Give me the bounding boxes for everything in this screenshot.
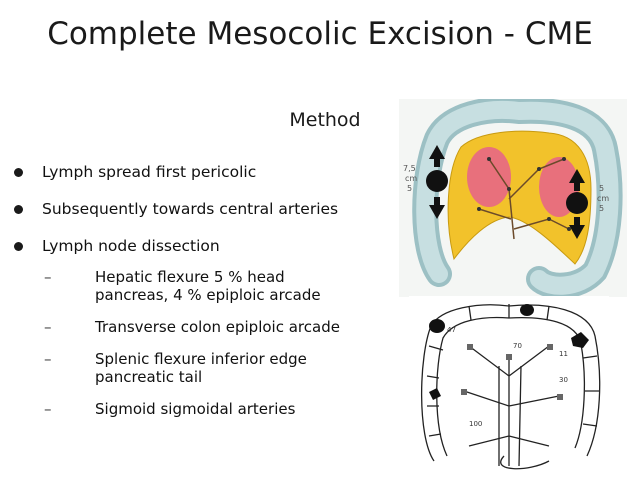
bullet-item: Subsequently towards central arteries bbox=[14, 199, 414, 219]
left-measure-1: 7,5 bbox=[403, 164, 416, 173]
dash-icon: – bbox=[44, 400, 52, 418]
sub-bullet-text: Sigmoid sigmoidal arteries bbox=[95, 400, 296, 418]
bullet-list: Lymph spread first pericolic Subsequentl… bbox=[14, 162, 414, 432]
bullet-dot-icon bbox=[14, 205, 23, 214]
sub-bullet-text: Splenic flexure inferior edge pancreatic… bbox=[95, 350, 307, 386]
colon-illustration: 7,5 cm 5 5 cm 5 bbox=[399, 96, 627, 299]
right-measure-2: cm bbox=[597, 194, 609, 203]
slide-subtitle: Method bbox=[289, 109, 361, 131]
right-measure-3: 5 bbox=[599, 204, 604, 213]
dash-icon: – bbox=[44, 318, 52, 336]
left-measure-3: 5 bbox=[407, 184, 412, 193]
slide-title: Complete Mesocolic Excision - CME bbox=[47, 16, 593, 52]
node-label: 70 bbox=[513, 342, 522, 350]
colon-illustration-svg: 7,5 cm 5 5 cm 5 bbox=[403, 96, 623, 299]
node-label: 30 bbox=[559, 376, 568, 384]
sub-bullet-text: Hepatic flexure 5 % head pancreas, 4 % e… bbox=[95, 268, 321, 304]
bullet-item: Lymph node dissection bbox=[14, 236, 414, 256]
sub-bullet-item: – Hepatic flexure 5 % head pancreas, 4 % … bbox=[14, 268, 340, 304]
lymph-node-diagram-svg: 47 70 11 30 100 bbox=[420, 304, 601, 470]
sub-bullet-item: – Sigmoid sigmoidal arteries bbox=[14, 400, 340, 418]
tumor-zone-left bbox=[467, 147, 511, 207]
sub-bullet-item: – Transverse colon epiploic arcade bbox=[14, 318, 340, 336]
dash-icon: – bbox=[44, 350, 52, 368]
node-label: 11 bbox=[559, 350, 568, 358]
bullet-text: Lymph node dissection bbox=[42, 237, 220, 255]
right-arrow-icon bbox=[566, 169, 588, 239]
left-measure-2: cm bbox=[405, 174, 417, 183]
dash-icon: – bbox=[44, 268, 52, 286]
lymph-node-diagram: 47 70 11 30 100 bbox=[409, 296, 609, 472]
left-arrow-icon bbox=[426, 145, 448, 219]
bullet-item: Lymph spread first pericolic bbox=[14, 162, 414, 182]
sub-bullet-item: – Splenic flexure inferior edge pancreati… bbox=[14, 350, 340, 386]
node-label: 100 bbox=[469, 420, 482, 428]
node-label: 47 bbox=[447, 326, 456, 334]
bullet-text: Subsequently towards central arteries bbox=[42, 200, 339, 218]
sub-bullet-text: Transverse colon epiploic arcade bbox=[95, 318, 340, 336]
right-measure-1: 5 bbox=[599, 184, 604, 193]
bullet-dot-icon bbox=[14, 168, 23, 177]
bullet-dot-icon bbox=[14, 242, 23, 251]
bullet-text: Lymph spread first pericolic bbox=[42, 163, 257, 181]
